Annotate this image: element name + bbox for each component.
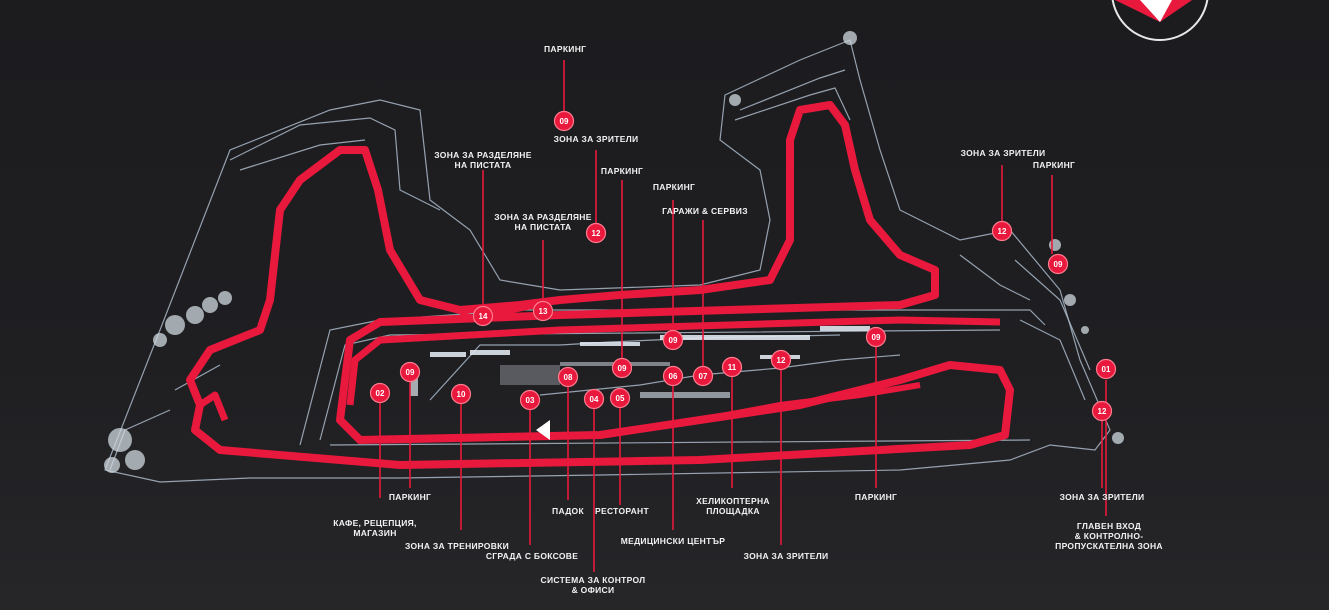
label-main-entrance: ГЛАВЕН ВХОД& КОНТРОЛНО-ПРОПУСКАТЕЛНА ЗОН… — [1055, 521, 1163, 551]
svg-text:05: 05 — [616, 394, 625, 403]
marker-entrance[interactable]: 01 — [1095, 358, 1117, 380]
leader-lines — [379, 60, 1107, 572]
label-garages: ГАРАЖИ & СЕРВИЗ — [662, 206, 748, 216]
svg-text:10: 10 — [457, 390, 466, 399]
marker-parking-2[interactable]: 09 — [611, 357, 633, 379]
compass-logo-icon — [1111, 0, 1209, 41]
label-parking-right: ПАРКИНГ — [1032, 160, 1076, 170]
label-paddock: ПАДОК — [552, 506, 584, 516]
marker-parking-bottom-left[interactable]: 09 — [399, 361, 421, 383]
svg-text:09: 09 — [560, 117, 569, 126]
svg-text:14: 14 — [479, 312, 488, 321]
marker-spectator-bottom[interactable]: 12 — [770, 349, 792, 371]
svg-text:09: 09 — [618, 364, 627, 373]
label-restaurant: РЕСТОРАНТ — [595, 506, 649, 516]
marker-cafe[interactable]: 02 — [369, 382, 391, 404]
svg-text:09: 09 — [1054, 260, 1063, 269]
svg-text:08: 08 — [564, 373, 573, 382]
label-spectator-right: ЗОНА ЗА ЗРИТЕЛИ — [960, 148, 1046, 158]
marker-spectator-top[interactable]: 12 — [585, 222, 607, 244]
marker-training[interactable]: 10 — [450, 383, 472, 405]
label-parking-bottom-left: ПАРКИНГ — [388, 492, 432, 502]
label-parking-top: ПАРКИНГ — [544, 44, 587, 54]
markers: 09 12 14 13 09 09 07 06 11 12 09 12 09 0… — [369, 110, 1117, 422]
marker-pit-split-2[interactable]: 13 — [532, 300, 554, 322]
svg-text:09: 09 — [872, 333, 881, 342]
marker-pit-split-1[interactable]: 14 — [472, 305, 494, 327]
svg-text:12: 12 — [1098, 407, 1107, 416]
label-parking-3: ПАРКИНГ — [652, 182, 696, 192]
svg-text:09: 09 — [406, 368, 415, 377]
marker-parking-bottom[interactable]: 09 — [865, 326, 887, 348]
svg-text:12: 12 — [592, 229, 601, 238]
svg-text:12: 12 — [998, 227, 1007, 236]
marker-parking-right[interactable]: 09 — [1047, 253, 1069, 275]
label-cafe: КАФЕ, РЕЦЕПЦИЯ,МАГАЗИН — [333, 518, 417, 538]
svg-text:11: 11 — [728, 363, 737, 372]
svg-text:13: 13 — [539, 307, 548, 316]
marker-spectator-right[interactable]: 12 — [991, 220, 1013, 242]
marker-parking-top[interactable]: 09 — [553, 110, 575, 132]
svg-text:03: 03 — [526, 396, 535, 405]
label-training: ЗОНА ЗА ТРЕНИРОВКИ — [404, 541, 510, 551]
label-spectator-top: ЗОНА ЗА ЗРИТЕЛИ — [553, 134, 639, 144]
marker-heliport[interactable]: 11 — [721, 356, 743, 378]
marker-restaurant[interactable]: 05 — [609, 387, 631, 409]
label-parking-2: ПАРКИНГ — [600, 166, 644, 176]
marker-parking-3[interactable]: 09 — [662, 329, 684, 351]
marker-spectator-bottom-right[interactable]: 12 — [1091, 400, 1113, 422]
svg-text:04: 04 — [590, 395, 599, 404]
label-parking-bottom: ПАРКИНГ — [854, 492, 898, 502]
marker-medical[interactable]: 06 — [662, 365, 684, 387]
label-boxes: СГРАДА С БОКСОВЕ — [485, 551, 579, 561]
svg-text:07: 07 — [699, 372, 708, 381]
label-spectator-bottom-right: ЗОНА ЗА ЗРИТЕЛИ — [1059, 492, 1145, 502]
svg-text:01: 01 — [1102, 365, 1111, 374]
svg-text:02: 02 — [376, 389, 385, 398]
marker-garages[interactable]: 07 — [692, 365, 714, 387]
svg-text:12: 12 — [777, 356, 786, 365]
label-spectator-bottom: ЗОНА ЗА ЗРИТЕЛИ — [743, 551, 829, 561]
trees — [104, 31, 1124, 473]
label-control: СИСТЕМА ЗА КОНТРОЛ& ОФИСИ — [540, 575, 646, 595]
svg-text:06: 06 — [669, 372, 678, 381]
marker-boxes[interactable]: 03 — [519, 389, 541, 411]
race-track — [186, 101, 1014, 469]
svg-text:09: 09 — [669, 336, 678, 345]
site-outline — [104, 39, 1111, 483]
label-medical: МЕДИЦИНСКИ ЦЕНТЪР — [620, 536, 726, 546]
marker-paddock[interactable]: 08 — [557, 366, 579, 388]
marker-control[interactable]: 04 — [583, 388, 605, 410]
start-arrow-icon — [536, 420, 550, 440]
